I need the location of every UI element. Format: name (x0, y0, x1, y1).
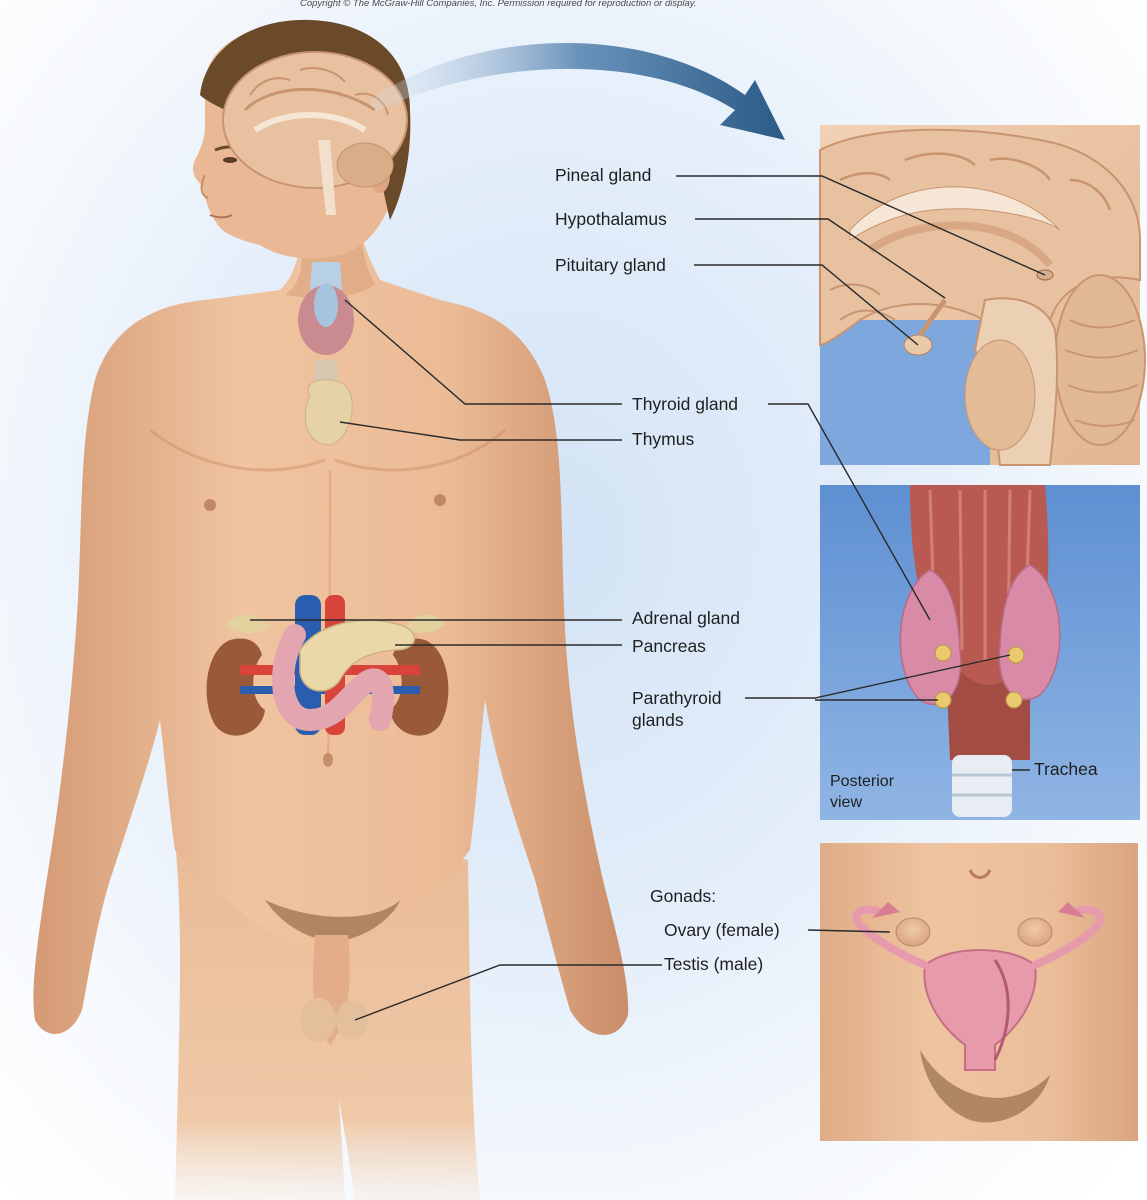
label-parathyroid-glands-line2: glands (632, 710, 684, 730)
label-gonads: Gonads: (650, 886, 717, 906)
label-thyroid-gland: Thyroid gland (632, 394, 739, 414)
label-posterior-view-line2: view (830, 794, 863, 811)
leader-lines (250, 175, 1046, 1021)
pelvis-panel (820, 843, 1138, 1141)
label-hypothalamus: Hypothalamus (555, 209, 667, 229)
label-adrenal-gland: Adrenal gland (632, 608, 740, 628)
label-pancreas: Pancreas (632, 636, 706, 656)
brain-panel (819, 125, 1146, 466)
label-parathyroid-glands-line1: Parathyroid (632, 688, 722, 708)
neck-glands (298, 262, 354, 446)
label-ovary: Ovary (female) (664, 920, 780, 940)
label-posterior-view-line1: Posterior (830, 773, 895, 790)
zoom-arrow (370, 42, 785, 140)
label-trachea: Trachea (1034, 759, 1098, 779)
label-thymus: Thymus (632, 429, 695, 449)
label-pituitary-gland: Pituitary gland (555, 255, 666, 275)
brain-in-head (222, 51, 408, 215)
label-pineal-gland: Pineal gland (555, 165, 652, 185)
label-testis: Testis (male) (664, 954, 764, 974)
abdominal-organs (206, 595, 449, 736)
thyroid-panel (820, 485, 1140, 820)
copyright-notice: Copyright © The McGraw-Hill Companies, I… (300, 0, 697, 9)
